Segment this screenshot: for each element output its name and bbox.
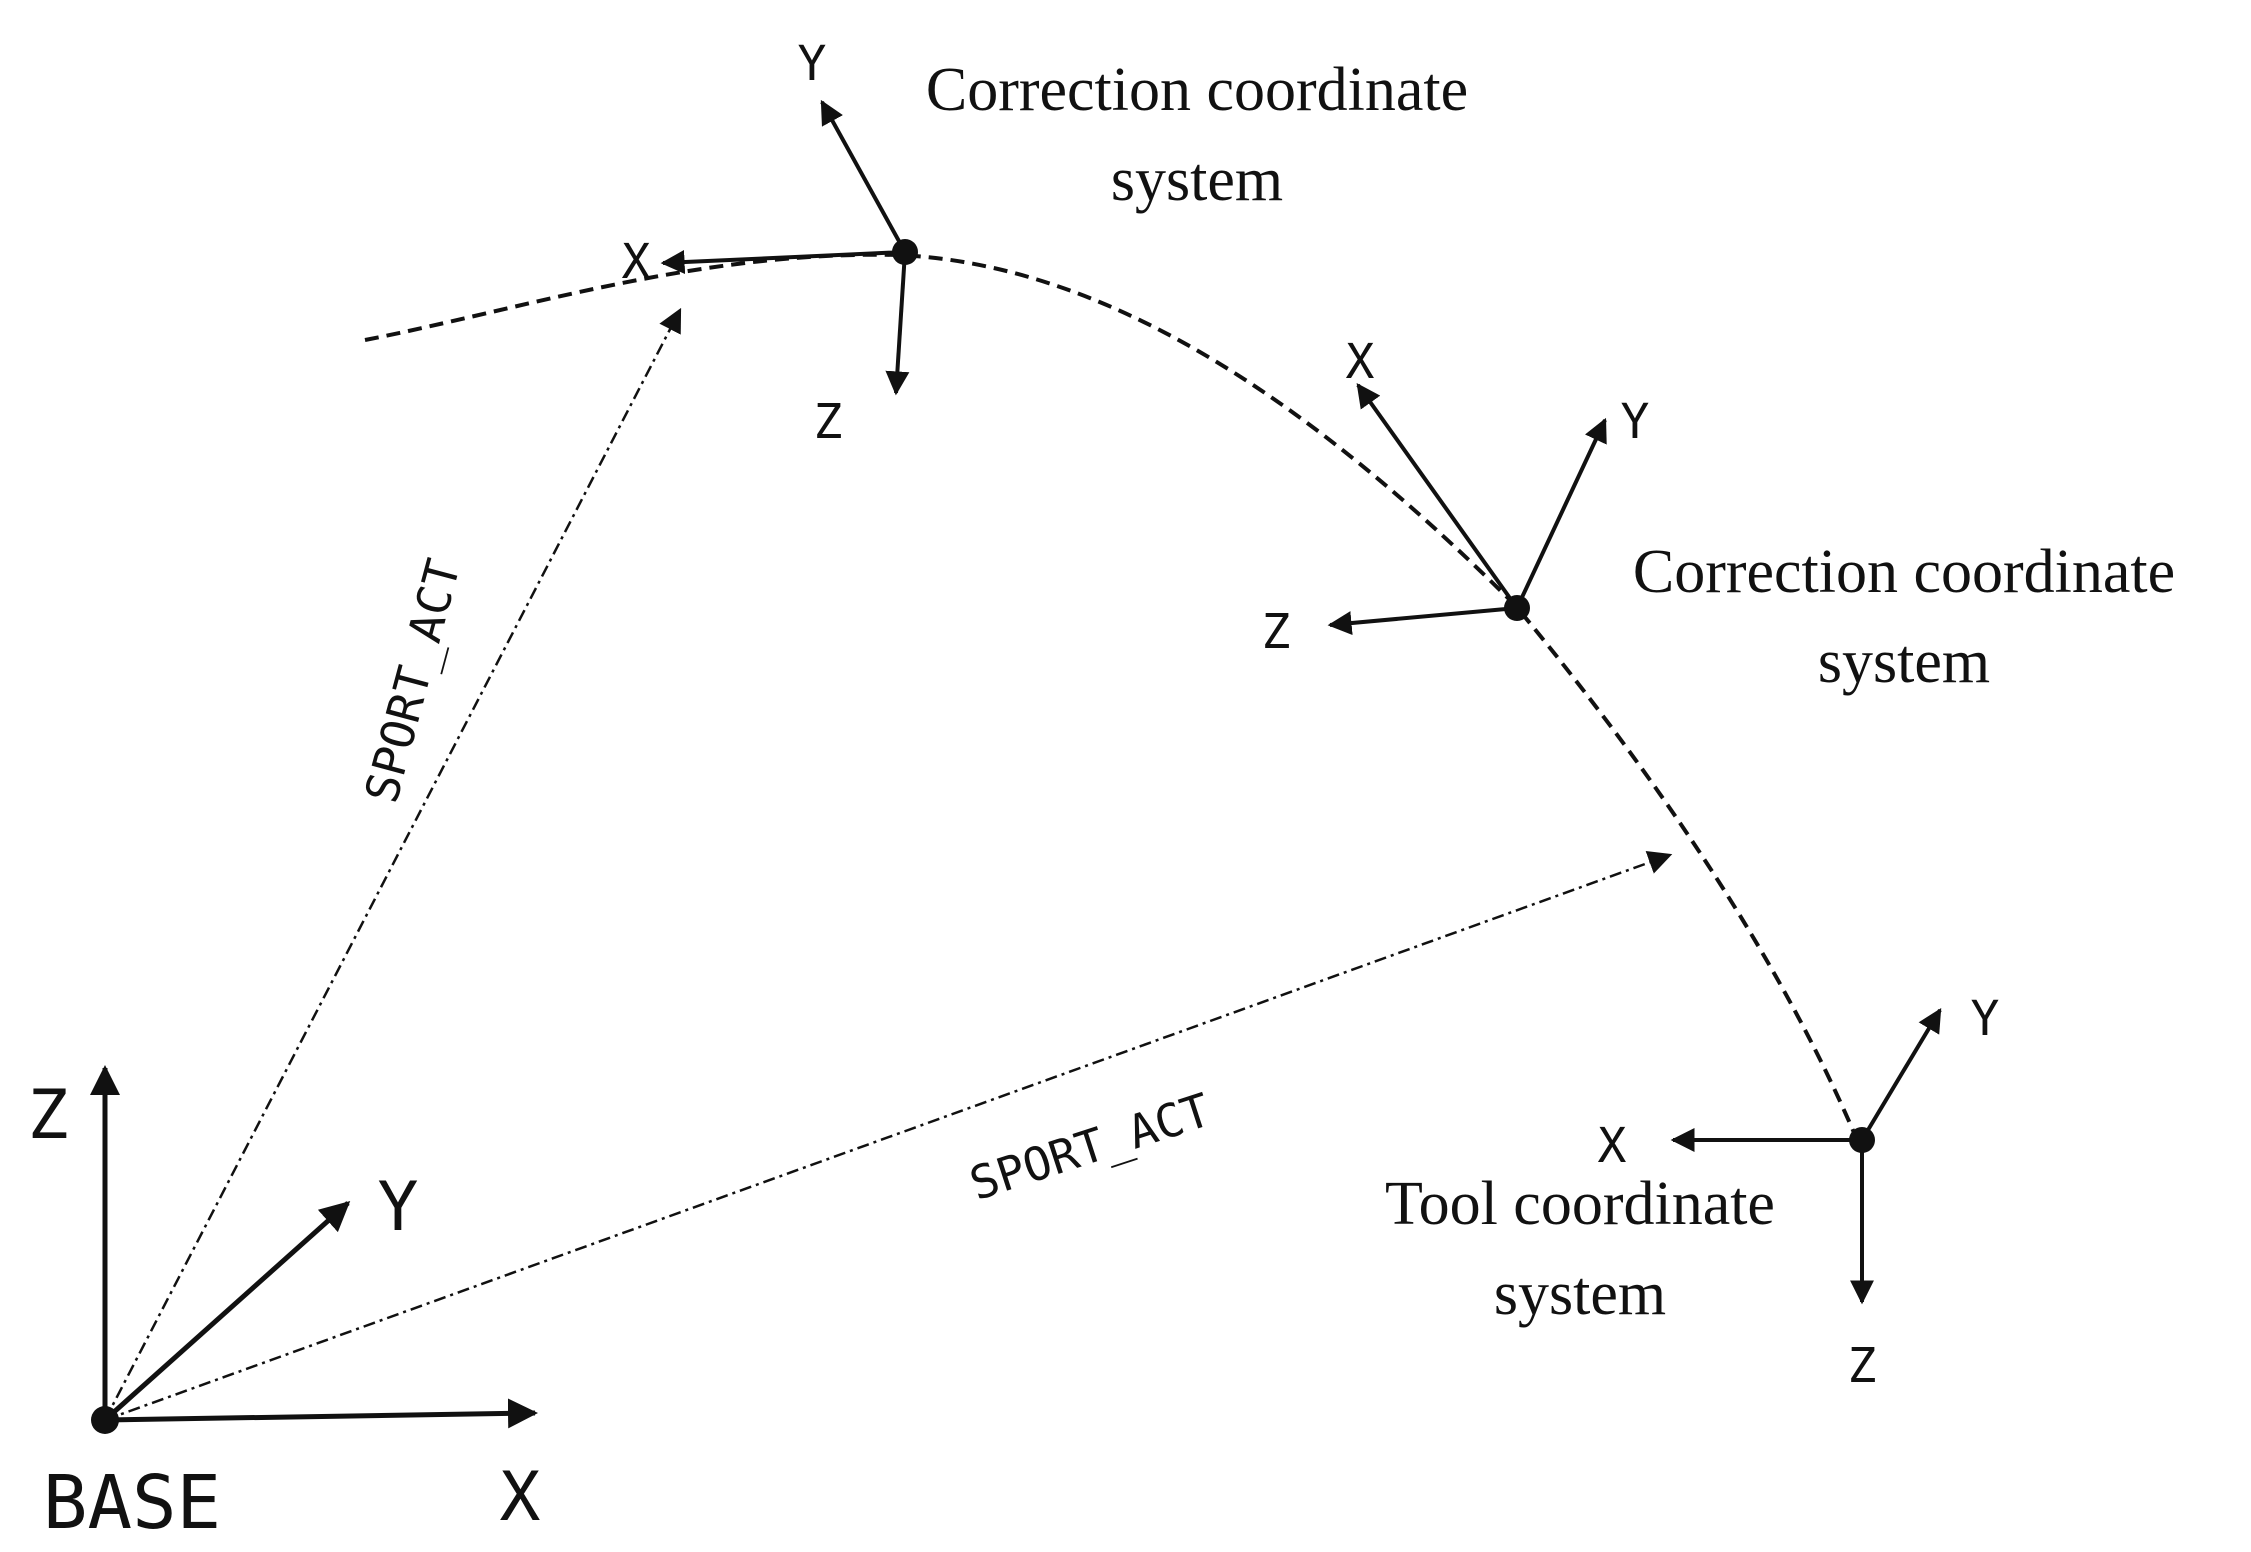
base-y-label: Y [378, 1168, 419, 1247]
trajectory-curve [364, 252, 1857, 1136]
base-frame: Z Y X BASE [28, 1065, 541, 1546]
correction-frame-1: Y X Z Correction coordinate system [622, 36, 1469, 450]
sport-act-label-2: SPORT_ACT [963, 1083, 1217, 1211]
correction-2-y-label: Y [1621, 394, 1650, 450]
base-origin-label: BASE [43, 1460, 221, 1546]
tool-y-label: Y [1971, 991, 2000, 1047]
tool-x-label: X [1598, 1118, 1627, 1174]
base-x-label: X [500, 1458, 541, 1537]
base-z-label: Z [28, 1076, 69, 1155]
correction-2-x-axis [1356, 383, 1519, 610]
correction-2-title-line2: system [1818, 628, 1990, 696]
tool-frame: Y X Z Tool coordinate system [1385, 991, 2000, 1394]
sport-act-vector-2 [104, 851, 1673, 1422]
tool-y-axis [1860, 1007, 1942, 1142]
tool-title-line1: Tool coordinate [1385, 1170, 1775, 1238]
correction-1-x-label: X [622, 234, 651, 290]
correction-1-y-label: Y [798, 36, 827, 92]
base-origin-point [91, 1406, 119, 1434]
correction-1-title-line2: system [1111, 146, 1283, 214]
sport-act-vector-1 [103, 307, 682, 1421]
correction-2-y-axis [1515, 417, 1607, 609]
base-x-axis [104, 1398, 538, 1429]
correction-1-z-axis [885, 251, 910, 396]
correction-1-origin-point [892, 239, 918, 265]
correction-1-z-label: Z [814, 394, 843, 450]
tool-origin-point [1849, 1127, 1875, 1153]
correction-2-z-label: Z [1262, 604, 1291, 660]
base-y-axis [103, 1201, 351, 1422]
correction-1-y-axis [820, 99, 907, 253]
tool-z-label: Z [1848, 1338, 1877, 1394]
correction-frame-2: X Y Z Correction coordinate system [1262, 334, 2176, 696]
correction-2-title-line1: Correction coordinate [1633, 538, 2175, 606]
sport-act-label-1: SPORT_ACT [354, 553, 471, 808]
correction-1-x-axis [660, 250, 906, 275]
correction-2-x-label: X [1346, 334, 1375, 390]
tool-title-line2: system [1494, 1260, 1666, 1328]
correction-2-z-axis [1327, 606, 1518, 635]
correction-2-origin-point [1504, 595, 1530, 621]
correction-1-title-line1: Correction coordinate [926, 56, 1468, 124]
